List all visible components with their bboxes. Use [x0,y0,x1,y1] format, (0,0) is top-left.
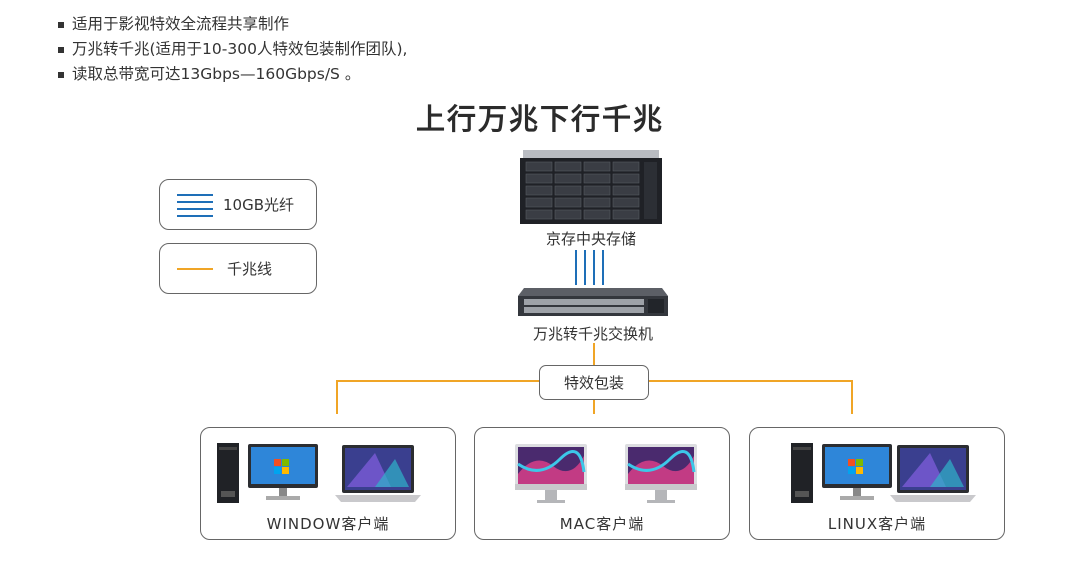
monitor-icon [248,444,318,500]
storage-server-icon [520,150,662,224]
imac-icon [515,444,587,503]
fiber-links [575,250,604,285]
feature-item: 万兆转千兆(适用于10-300人特效包装制作团队), [58,37,407,62]
bullet-square-icon [58,71,64,78]
windows-client-box: WINDOW客户端 [200,427,456,540]
fiber-line-icon [177,193,213,217]
laptop-icon [890,445,976,502]
switch-label: 万兆转千兆交换机 [532,325,653,343]
laptop-icon [335,445,421,502]
legend-fiber: 10GB光纤 [159,179,317,230]
bullet-square-icon [58,46,64,53]
legend-fiber-label: 10GB光纤 [223,196,295,214]
mac-client-label: MAC客户端 [559,515,645,533]
legend-gigabit: 千兆线 [159,243,317,294]
windows-client-label: WINDOW客户端 [266,515,390,533]
packaging-node: 特效包装 [539,365,649,400]
diagram-title: 上行万兆下行千兆 [415,102,664,136]
linux-client-label: LINUX客户端 [827,515,927,533]
feature-item: 读取总带宽可达13Gbps—160Gbps/S 。 [58,62,407,87]
gigabit-line-icon [177,267,213,270]
storage-label: 京存中央存储 [545,230,636,248]
gigabit-links [336,343,853,414]
linux-client-box: LINUX客户端 [749,427,1005,540]
monitor-icon [822,444,892,500]
desktop-tower-icon [791,443,813,503]
feature-list: 适用于影视特效全流程共享制作 万兆转千兆(适用于10-300人特效包装制作团队)… [58,12,407,87]
bullet-square-icon [58,21,64,28]
mac-client-box: MAC客户端 [474,427,730,540]
legend-gigabit-label: 千兆线 [227,260,273,278]
imac-icon [625,444,697,503]
feature-item: 适用于影视特效全流程共享制作 [58,12,407,37]
desktop-tower-icon [217,443,239,503]
network-switch-icon [518,288,668,316]
